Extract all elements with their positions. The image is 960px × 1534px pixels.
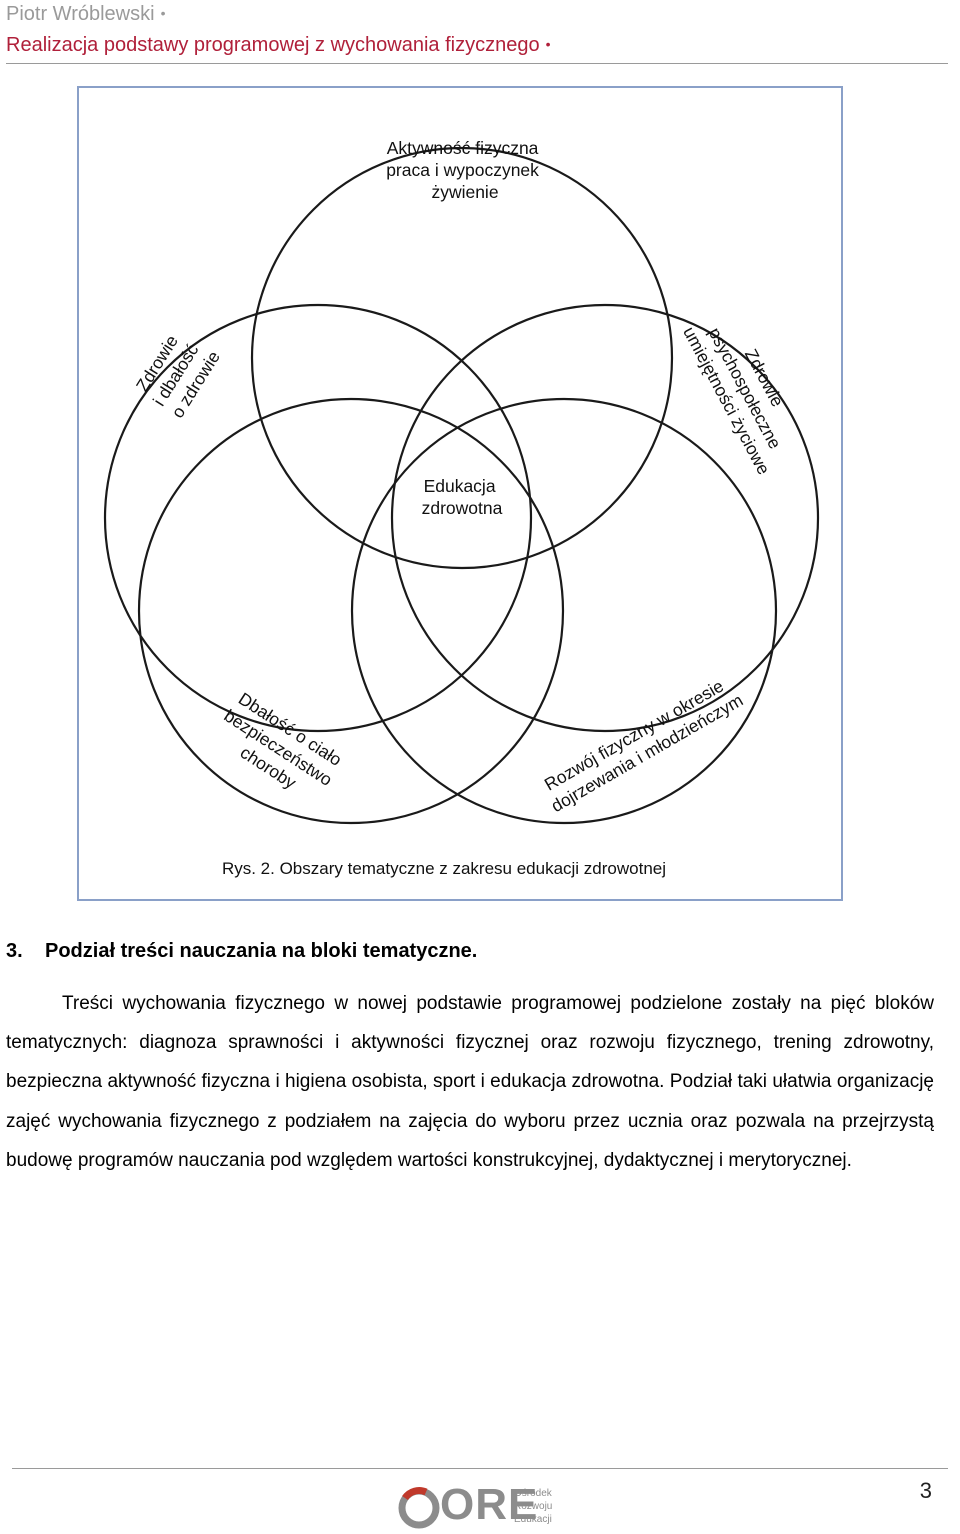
footer-divider — [12, 1468, 948, 1469]
label-left: Zdrowie i dbałość o zdrowie — [130, 324, 224, 421]
body-paragraph: Treści wychowania fizycznego w nowej pod… — [6, 993, 934, 1171]
label-bottom-left: Dbałość o ciało bezpieczeństwo choroby — [209, 687, 352, 811]
venn-circles — [103, 146, 820, 825]
label-bottom-right-line-1: Rozwój fizyczny w okresie — [541, 676, 727, 795]
label-center-line-1: Edukacja — [424, 476, 496, 496]
circle-left — [103, 303, 533, 733]
circle-bottom-right — [350, 397, 778, 825]
author-name: Piotr Wróblewski — [6, 3, 155, 25]
figure-caption: Rys. 2. Obszary tematyczne z zakresu edu… — [222, 859, 666, 878]
logo-subtitle: Ośrodek Rozwoju Edukacji — [514, 1487, 552, 1526]
label-bottom-right-line-2: dojrzewania i młodzieńczym — [548, 690, 747, 816]
header-bullet-2: • — [545, 36, 551, 52]
venn-diagram: Aktywność fizyczna praca i wypoczynek ży… — [103, 138, 820, 878]
circle-right — [390, 303, 820, 733]
label-top-line-1: Aktywność fizyczna — [387, 138, 539, 158]
label-bottom-right: Rozwój fizyczny w okresie dojrzewania i … — [537, 671, 747, 816]
ore-logo: ORE Ośrodek Rozwoju Edukacji — [396, 1480, 576, 1530]
page-number: 3 — [919, 1478, 932, 1503]
page-header: Piotr Wróblewski • Realizacja podstawy pr… — [6, 0, 948, 58]
section-number: 3. — [6, 940, 23, 962]
header-divider — [6, 63, 948, 64]
label-top-line-3: żywienie — [431, 182, 498, 202]
logo-letters: ORE — [440, 1480, 539, 1529]
label-center-line-2: zdrowotna — [422, 498, 503, 518]
label-center: Edukacja zdrowotna — [422, 476, 503, 518]
logo-subtitle-line-3: Edukacji — [514, 1514, 552, 1525]
logo-subtitle-line-1: Ośrodek — [514, 1488, 552, 1499]
section-heading: 3. Podział treści nauczania na bloki tema… — [6, 940, 477, 963]
circle-top — [250, 146, 674, 570]
header-author: Piotr Wróblewski • — [6, 0, 948, 27]
circle-bottom-left — [137, 397, 565, 825]
header-bullet-1: • — [160, 5, 166, 21]
label-top-line-2: praca i wypoczynek — [386, 160, 539, 180]
label-top: Aktywność fizyczna praca i wypoczynek ży… — [386, 138, 544, 202]
section-title: Podział treści nauczania na bloki tematy… — [45, 940, 478, 962]
document-title: Realizacja podstawy programowej z wychow… — [6, 34, 540, 56]
header-document-title: Realizacja podstawy programowej z wychow… — [6, 31, 948, 58]
ore-logo-mark — [398, 1487, 440, 1529]
logo-subtitle-line-2: Rozwoju — [514, 1501, 553, 1512]
label-right: Zdrowie psychospołeczne umiejętności życ… — [679, 303, 813, 478]
